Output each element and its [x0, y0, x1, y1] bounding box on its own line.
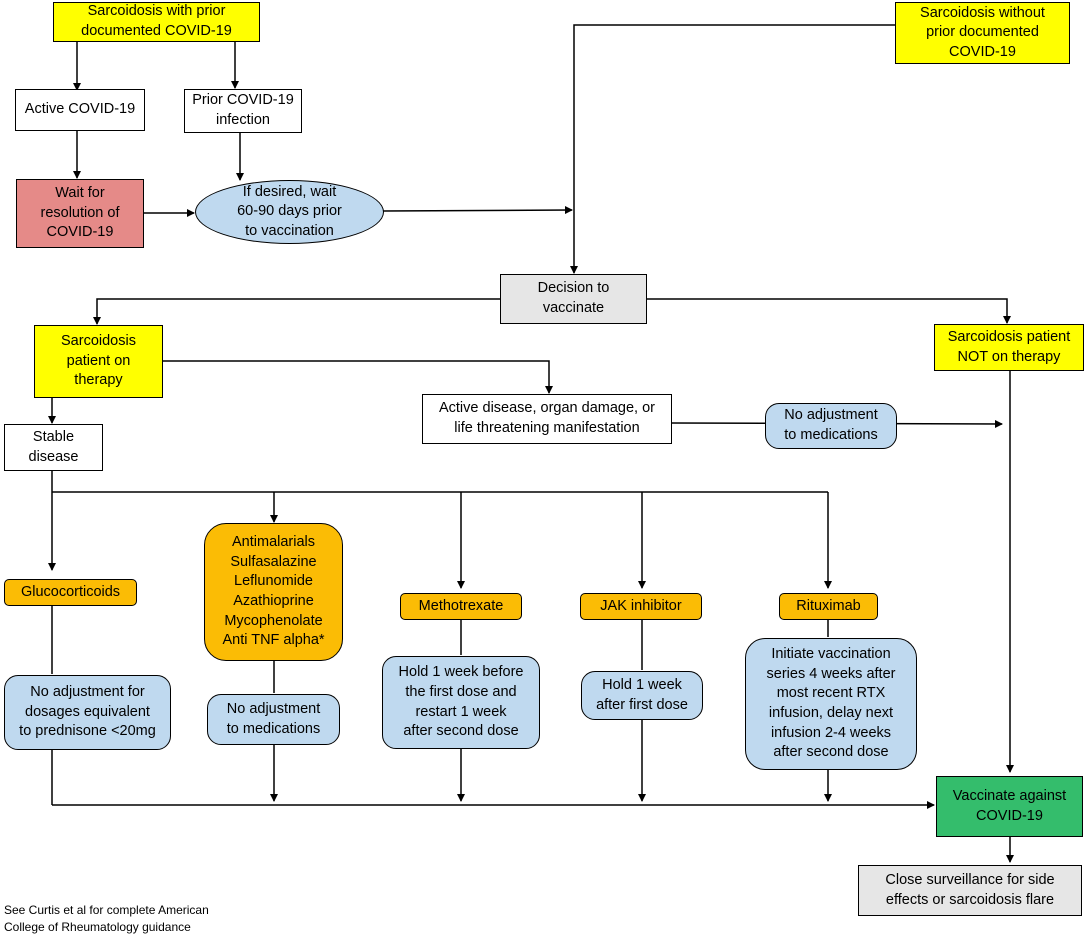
- node-wait-resolution: Wait for resolution of COVID-19: [16, 179, 144, 248]
- node-not-on-therapy: Sarcoidosis patient NOT on therapy: [934, 324, 1084, 371]
- node-no-adjust-active: No adjustment to medications: [765, 403, 897, 449]
- node-jak-action: Hold 1 week after first dose: [581, 671, 703, 720]
- node-methotrexate: Methotrexate: [400, 593, 522, 620]
- node-active-covid: Active COVID-19: [15, 89, 145, 131]
- arrow-noprior-to-decision: [570, 24, 895, 274]
- node-active-disease: Active disease, organ damage, or life th…: [422, 394, 672, 444]
- node-on-therapy: Sarcoidosis patient on therapy: [34, 325, 163, 398]
- node-rtx-action: Initiate vaccination series 4 weeks afte…: [745, 638, 917, 770]
- node-rituximab: Rituximab: [779, 593, 878, 620]
- node-jak-inhibitor: JAK inhibitor: [580, 593, 702, 620]
- node-wait-days: If desired, wait 60-90 days prior to vac…: [195, 180, 384, 244]
- node-stable-disease: Stable disease: [4, 424, 103, 471]
- arrow-decision-to-therapy: [93, 298, 500, 325]
- node-decision: Decision to vaccinate: [500, 274, 647, 324]
- node-antimalarials: Antimalarials Sulfasalazine Leflunomide …: [204, 523, 343, 661]
- arrow-therapy-to-active: [163, 360, 553, 394]
- node-prior-infection: Prior COVID-19 infection: [184, 89, 302, 133]
- arrow-days-to-merge: [382, 206, 573, 215]
- arrow-decision-to-notherapy: [647, 298, 1011, 324]
- node-vaccinate: Vaccinate against COVID-19: [936, 776, 1083, 837]
- node-surveillance: Close surveillance for side effects or s…: [858, 865, 1082, 916]
- node-glucocorticoids: Glucocorticoids: [4, 579, 137, 606]
- node-anti-action: No adjustment to medications: [207, 694, 340, 745]
- node-prior-covid: Sarcoidosis with prior documented COVID-…: [53, 2, 260, 42]
- footnote: See Curtis et al for complete American C…: [4, 903, 209, 934]
- node-no-prior-covid: Sarcoidosis without prior documented COV…: [895, 2, 1070, 64]
- node-gluco-action: No adjustment for dosages equivalent to …: [4, 675, 171, 750]
- node-mtx-action: Hold 1 week before the first dose and re…: [382, 656, 540, 749]
